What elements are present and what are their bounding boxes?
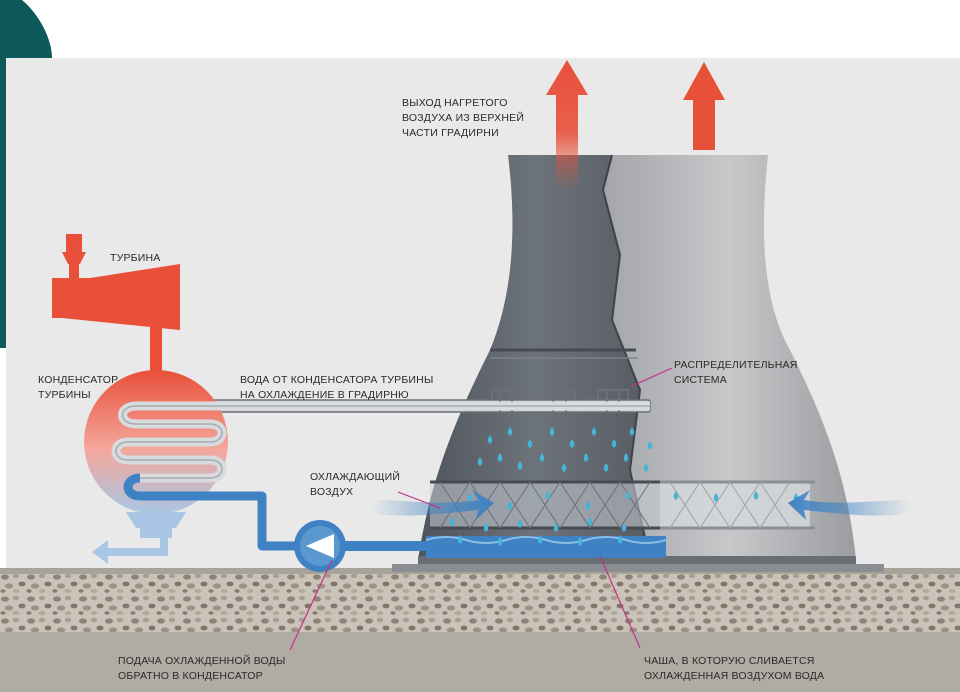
label-condenser: КОНДЕНСАТОР ТУРБИНЫ [38, 374, 121, 401]
label-cooled-water-return: ПОДАЧА ОХЛАЖДЕННОЙ ВОДЫ ОБРАТНО В КОНДЕН… [118, 654, 289, 682]
label-turbine: ТУРБИНА [110, 252, 161, 264]
collecting-basin [425, 536, 667, 558]
label-basin: ЧАША, В КОТОРУЮ СЛИВАЕТСЯ ОХЛАЖДЕННАЯ ВО… [644, 655, 824, 682]
hot-air-arrows [546, 60, 725, 190]
label-distribution-system: РАСПРЕДЕЛИТЕЛЬНАЯ СИСТЕМА [674, 359, 801, 386]
ground [0, 568, 960, 692]
turbine [52, 234, 180, 374]
label-cooling-air: ОХЛАЖДАЮЩИЙ ВОЗДУХ [310, 470, 403, 498]
slide-accent-shape [0, 0, 52, 348]
cooling-tower [392, 154, 884, 572]
leader-lines [289, 367, 673, 651]
turbine-condenser [84, 370, 650, 564]
label-hot-air-exit: ВЫХОД НАГРЕТОГО ВОЗДУХА ИЗ ВЕРХНЕЙ ЧАСТИ… [402, 97, 527, 139]
return-pump [294, 520, 430, 572]
label-water-from-condenser: ВОДА ОТ КОНДЕНСАТОРА ТУРБИНЫ НА ОХЛАЖДЕН… [240, 374, 437, 401]
